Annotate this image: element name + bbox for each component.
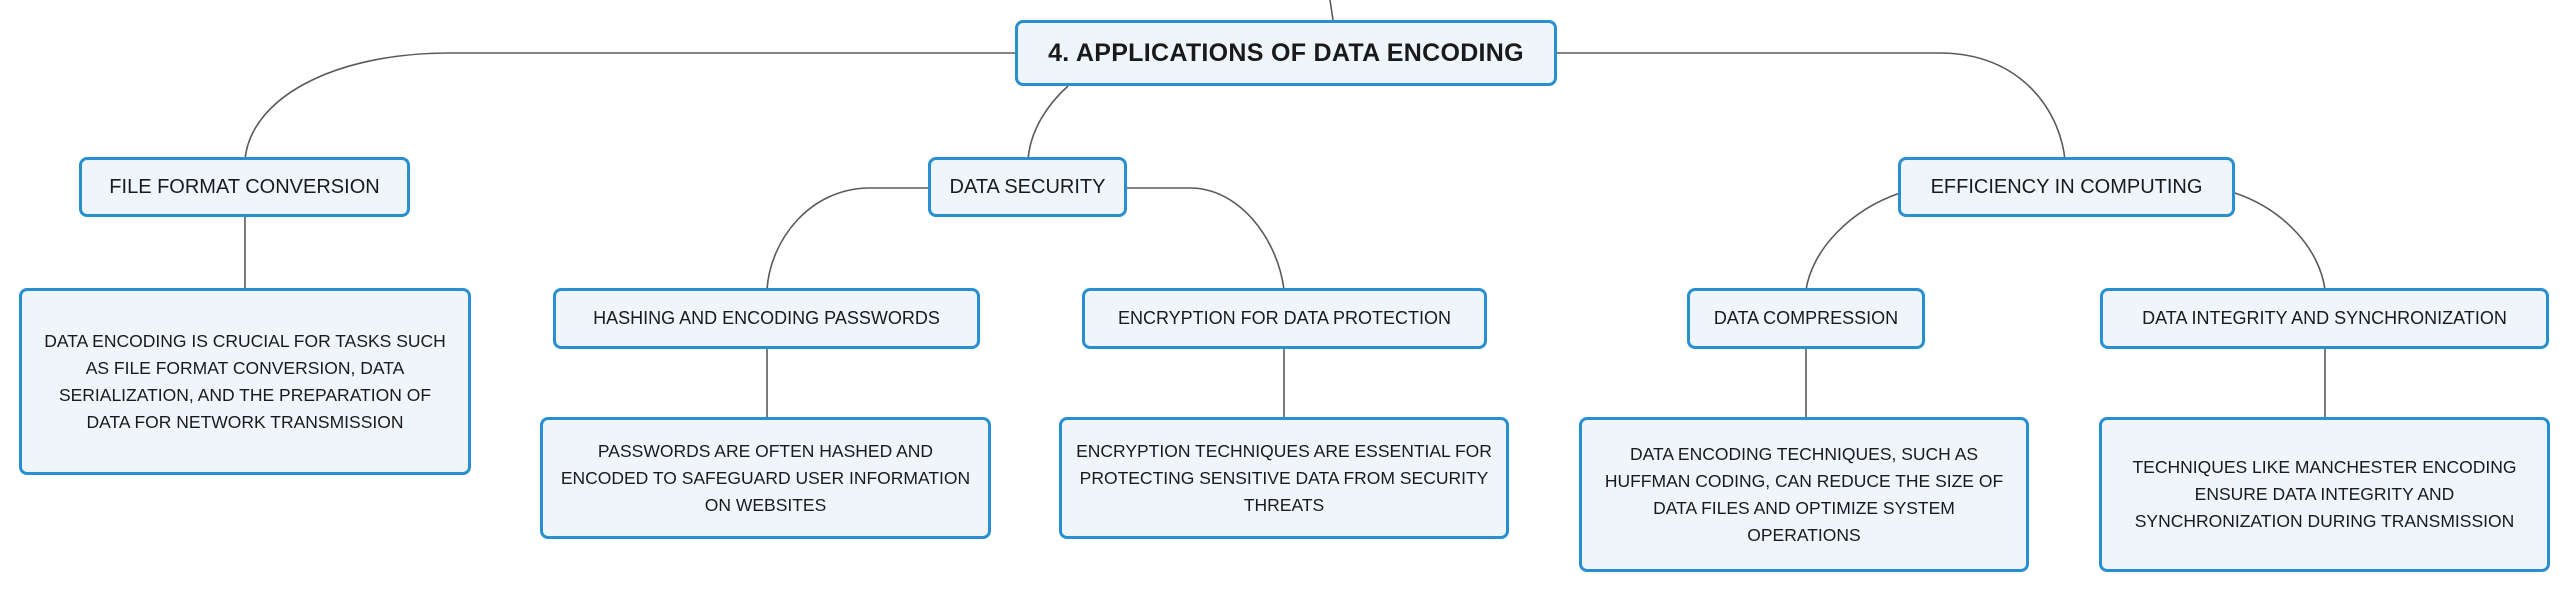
description-hashing-and-encoding-passwords[interactable]: PASSWORDS ARE OFTEN HASHED AND ENCODED T… — [540, 417, 991, 539]
description-text: DATA ENCODING TECHNIQUES, SUCH AS HUFFMA… — [1604, 443, 2004, 545]
connector-root-parent — [1329, 0, 1334, 21]
subtopic-label: ENCRYPTION FOR DATA PROTECTION — [1117, 308, 1452, 328]
connector-efficiency-integrity — [2234, 192, 2326, 291]
subtopic-data-compression[interactable]: DATA COMPRESSION — [1687, 288, 1925, 349]
subtopic-label: DATA INTEGRITY AND SYNCHRONIZATION — [2142, 308, 2507, 328]
root-topic-label: 4. APPLICATIONS OF DATA ENCODING — [1048, 38, 1524, 67]
topic-file-format-conversion[interactable]: FILE FORMAT CONVERSION — [79, 157, 410, 217]
root-topic-node[interactable]: 4. APPLICATIONS OF DATA ENCODING — [1015, 20, 1557, 86]
description-text: DATA ENCODING IS CRUCIAL FOR TASKS SUCH … — [44, 330, 446, 432]
topic-efficiency-in-computing[interactable]: EFFICIENCY IN COMPUTING — [1898, 157, 2235, 217]
subtopic-hashing-and-encoding-passwords[interactable]: HASHING AND ENCODING PASSWORDS — [553, 288, 980, 349]
description-encryption-for-data-protection[interactable]: ENCRYPTION TECHNIQUES ARE ESSENTIAL FOR … — [1059, 417, 1509, 539]
topic-label: FILE FORMAT CONVERSION — [109, 175, 380, 198]
topic-label: DATA SECURITY — [949, 175, 1106, 198]
subtopic-data-integrity-and-synchronization[interactable]: DATA INTEGRITY AND SYNCHRONIZATION — [2100, 288, 2549, 349]
subtopic-label: DATA COMPRESSION — [1713, 308, 1899, 328]
description-data-compression[interactable]: DATA ENCODING TECHNIQUES, SUCH AS HUFFMA… — [1579, 417, 2029, 572]
description-data-integrity-and-synchronization[interactable]: TECHNIQUES LIKE MANCHESTER ENCODING ENSU… — [2099, 417, 2550, 572]
connector-security-hashing — [766, 187, 928, 291]
connector-security-encryption — [1127, 187, 1285, 291]
subtopic-label: HASHING AND ENCODING PASSWORDS — [593, 308, 940, 328]
topic-data-security[interactable]: DATA SECURITY — [928, 157, 1127, 217]
description-text: PASSWORDS ARE OFTEN HASHED AND ENCODED T… — [560, 440, 971, 515]
description-text: ENCRYPTION TECHNIQUES ARE ESSENTIAL FOR … — [1076, 440, 1492, 515]
description-text: TECHNIQUES LIKE MANCHESTER ENCODING ENSU… — [2132, 457, 2517, 531]
connector-efficiency-compression — [1805, 192, 1901, 291]
topic-label: EFFICIENCY IN COMPUTING — [1930, 175, 2203, 198]
connector-root-efficiency — [1557, 52, 2066, 161]
description-file-format-conversion[interactable]: DATA ENCODING IS CRUCIAL FOR TASKS SUCH … — [19, 288, 471, 475]
connector-root-data-security — [1027, 85, 1069, 161]
subtopic-encryption-for-data-protection[interactable]: ENCRYPTION FOR DATA PROTECTION — [1082, 288, 1487, 349]
connector-root-file-format — [244, 52, 1015, 161]
